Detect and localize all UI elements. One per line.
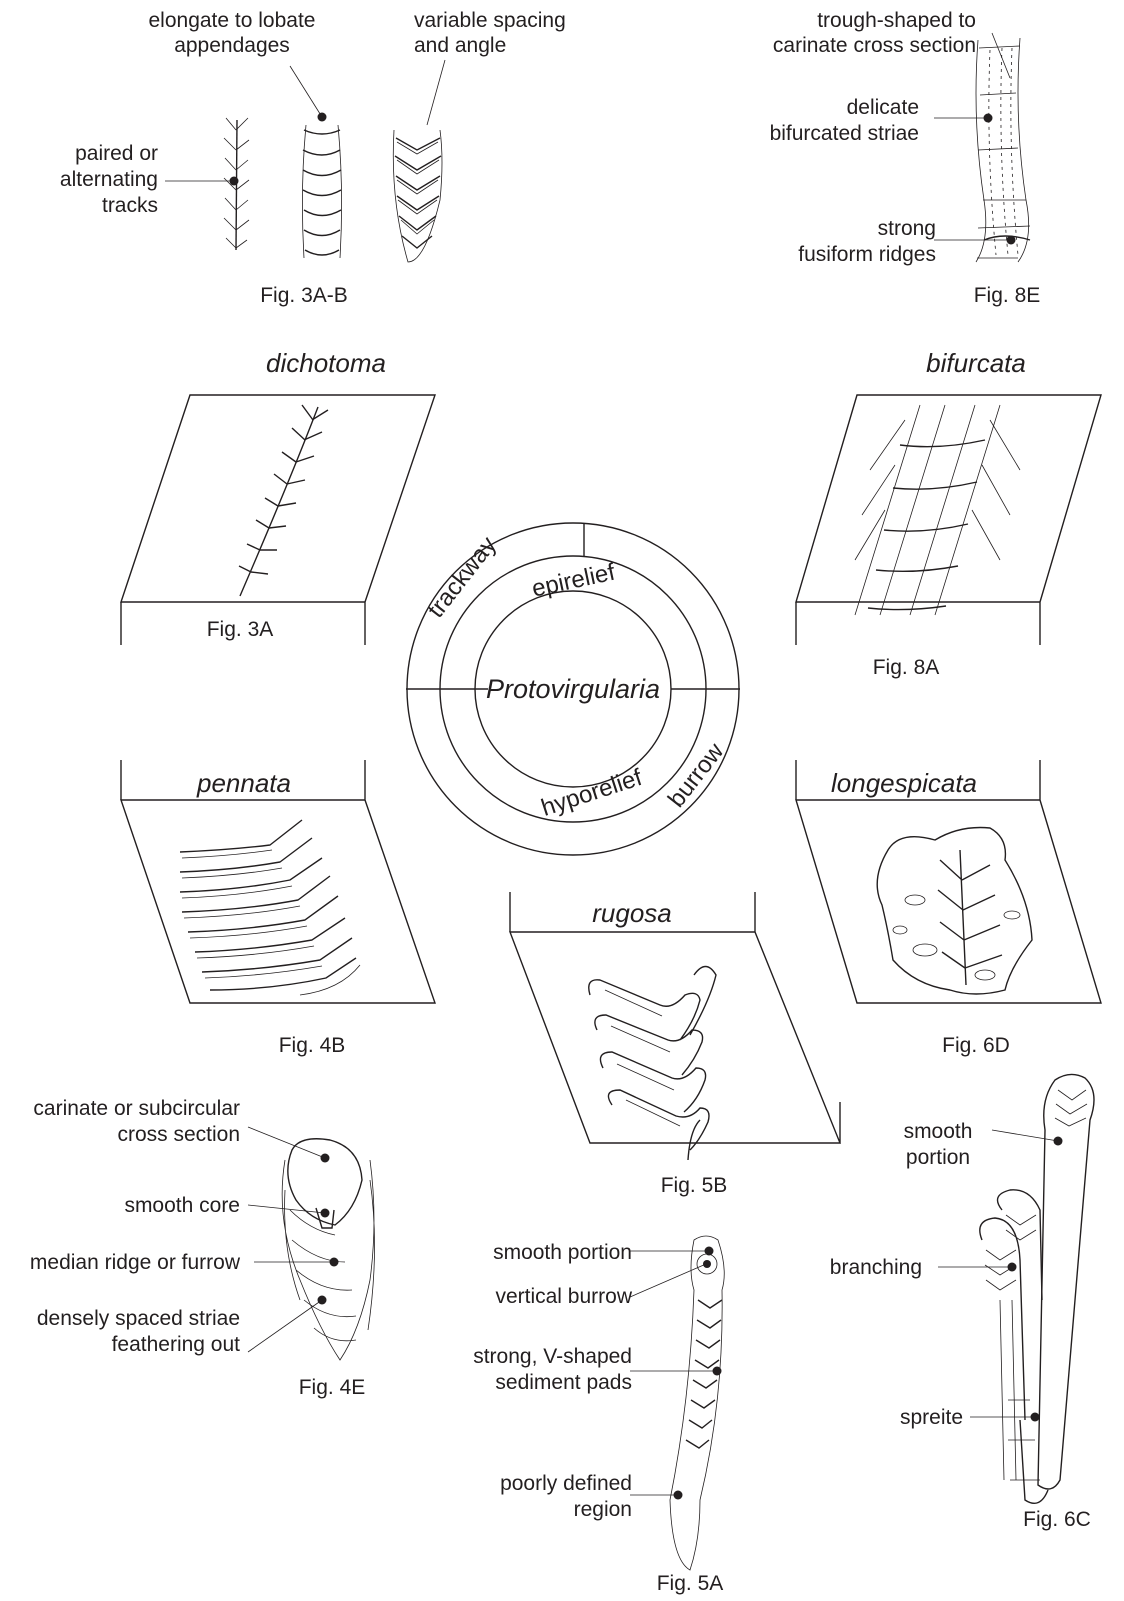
label-vpads-1: strong, V-shaped xyxy=(473,1345,632,1368)
fig4e-sketch xyxy=(282,1139,374,1360)
dot-smooth-6c xyxy=(1054,1137,1063,1146)
taxon-dichotoma: dichotoma xyxy=(266,348,386,378)
label-paired-3: tracks xyxy=(102,194,158,217)
leader-dense xyxy=(248,1300,322,1352)
taxon-bifurcata: bifurcata xyxy=(926,348,1026,378)
pennata-block: pennata Fig. 4B xyxy=(121,760,435,1057)
label-delicate-1: delicate xyxy=(847,96,919,119)
dot-smooth-core xyxy=(321,1209,330,1218)
label-trough-2: carinate cross section xyxy=(773,34,976,57)
dot-elongate xyxy=(318,113,327,122)
caption-fig3ab: Fig. 3A-B xyxy=(260,284,348,307)
caption-fig4e: Fig. 4E xyxy=(299,1376,366,1399)
label-strong-2: fusiform ridges xyxy=(798,243,936,266)
label-elongate-1: elongate to lobate xyxy=(149,9,316,32)
pennata-trace xyxy=(180,820,360,995)
longespicata-trace xyxy=(877,828,1032,995)
label-elongate-2: appendages xyxy=(174,34,290,57)
label-strong-1: strong xyxy=(878,217,936,240)
ring-label-trackway: trackway xyxy=(422,532,502,623)
longespicata-block: longespicata Fig. 6D xyxy=(796,760,1101,1057)
variable-spacing-sketch xyxy=(393,130,442,262)
caption-fig5b: Fig. 5B xyxy=(661,1174,728,1197)
leader-carinate xyxy=(248,1127,325,1158)
label-smooth-core: smooth core xyxy=(124,1194,240,1217)
ring-label-hyporelief: hyporelief xyxy=(538,764,646,822)
fig5a-sketch xyxy=(670,1236,724,1570)
striated-trail-sketch xyxy=(976,38,1030,262)
block-outline xyxy=(121,395,435,645)
dichotoma-block: dichotoma Fig. 3A xyxy=(121,348,435,645)
label-variable-1: variable spacing xyxy=(414,9,566,32)
fig3ab-panel: elongate to lobate appendages variable s… xyxy=(60,9,566,307)
label-smooth-portion: smooth portion xyxy=(493,1241,632,1264)
fig8e-panel: trough-shaped to carinate cross section … xyxy=(770,9,1041,307)
label-vpads-2: sediment pads xyxy=(495,1371,632,1394)
label-paired-2: alternating xyxy=(60,168,158,191)
bifurcata-trail xyxy=(855,405,1020,615)
dot-branching xyxy=(1008,1263,1017,1272)
fig5a-panel: smooth portion vertical burrow strong, V… xyxy=(473,1236,724,1595)
taxon-rugosa: rugosa xyxy=(592,898,672,928)
dot-delicate xyxy=(984,114,993,123)
caption-fig6d: Fig. 6D xyxy=(942,1034,1010,1057)
label-poorly-1: poorly defined xyxy=(500,1472,632,1495)
label-paired-1: paired or xyxy=(75,142,158,165)
label-smooth-6c-1: smooth xyxy=(904,1120,973,1143)
label-delicate-2: bifurcated striae xyxy=(770,122,919,145)
ring-label-burrow: burrow xyxy=(663,738,730,813)
caption-fig5a: Fig. 5A xyxy=(657,1572,724,1595)
dot-poorly xyxy=(674,1491,683,1500)
label-vertical-burrow: vertical burrow xyxy=(495,1285,632,1308)
taxon-pennata: pennata xyxy=(196,768,291,798)
block-outline xyxy=(796,395,1101,645)
block-outline xyxy=(510,892,840,1143)
caption-fig8e: Fig. 8E xyxy=(974,284,1041,307)
leader-smooth-6c xyxy=(992,1130,1058,1141)
caption-fig4b: Fig. 4B xyxy=(279,1034,346,1057)
dot-dense xyxy=(318,1296,327,1305)
fig6c-sketch xyxy=(980,1074,1094,1503)
lobate-sketch xyxy=(302,125,341,258)
fig6c-panel: smooth portion branching spreite Fig. 6C xyxy=(830,1074,1094,1531)
dot-vpads xyxy=(713,1367,722,1376)
dichotoma-trail xyxy=(239,405,328,596)
label-variable-2: and angle xyxy=(414,34,506,57)
leader-smooth-core xyxy=(248,1205,325,1213)
caption-fig6c: Fig. 6C xyxy=(1023,1508,1091,1531)
label-carinate-2: cross section xyxy=(117,1123,240,1146)
label-dense-2: feathering out xyxy=(112,1333,241,1356)
genus-name: Protovirgularia xyxy=(486,674,660,704)
label-carinate-1: carinate or subcircular xyxy=(33,1097,240,1120)
dot-smooth-portion xyxy=(705,1247,714,1256)
central-rings: Protovirgularia trackway epirelief hypor… xyxy=(406,523,740,855)
leader-variable xyxy=(427,60,445,125)
label-median: median ridge or furrow xyxy=(30,1251,241,1274)
bifurcata-block: bifurcata Fig. 8A xyxy=(796,348,1101,679)
leader-elongate xyxy=(290,66,322,117)
rugosa-block: rugosa Fig. 5B xyxy=(510,892,840,1197)
dot-carinate xyxy=(321,1154,330,1163)
label-poorly-2: region xyxy=(574,1498,632,1521)
dot-spreite xyxy=(1031,1413,1040,1422)
label-smooth-6c-2: portion xyxy=(906,1146,970,1169)
rugosa-trace xyxy=(589,967,716,1161)
label-branching: branching xyxy=(830,1256,922,1279)
taxon-longespicata: longespicata xyxy=(831,768,977,798)
dot-paired xyxy=(230,177,239,186)
dot-median xyxy=(330,1258,339,1267)
label-spreite: spreite xyxy=(900,1406,963,1429)
caption-fig8a: Fig. 8A xyxy=(873,656,940,679)
label-dense-1: densely spaced striae xyxy=(37,1307,240,1330)
leader-vertical-burrow xyxy=(630,1264,706,1297)
label-trough-1: trough-shaped to xyxy=(817,9,976,32)
fig4e-panel: carinate or subcircular cross section sm… xyxy=(30,1097,375,1399)
caption-fig3a: Fig. 3A xyxy=(207,618,274,641)
dot-strong xyxy=(1007,236,1016,245)
